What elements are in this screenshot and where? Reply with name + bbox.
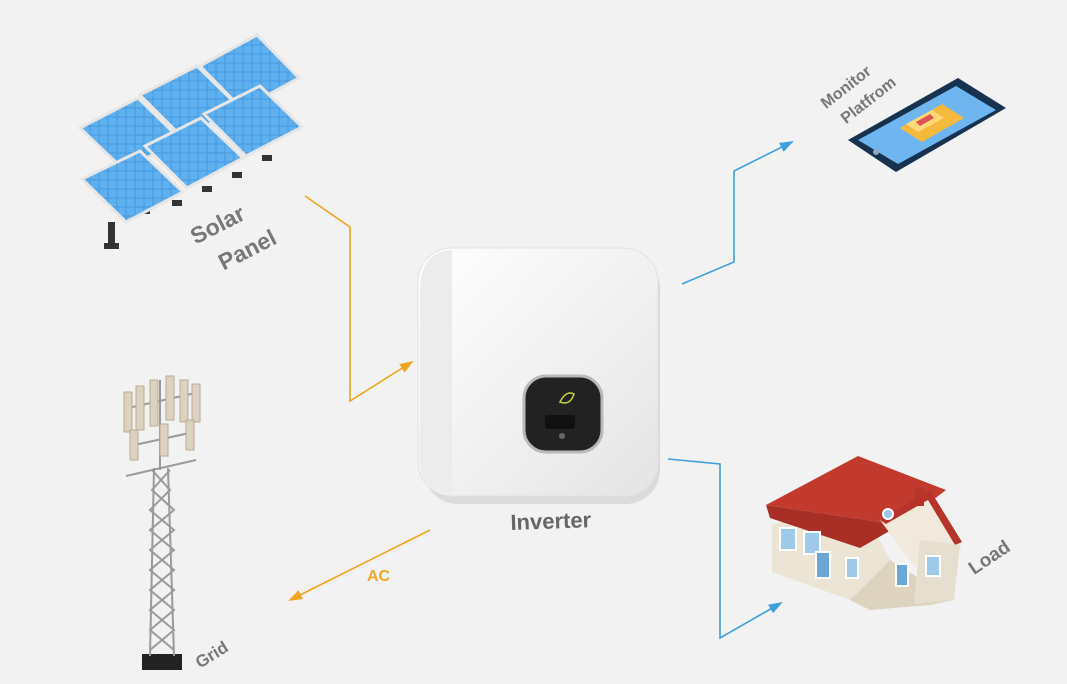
transmission-tower-icon [123, 375, 201, 670]
inverter-label: Inverter [510, 507, 592, 535]
solar-panel-array-icon [77, 33, 305, 249]
ac-flow-label: AC [367, 568, 391, 585]
flow-inverter-to-load [667, 458, 783, 640]
flow-inverter-to-monitor [681, 141, 794, 285]
flow-solar-to-inverter [304, 195, 414, 403]
house-icon [766, 456, 962, 610]
smartphone-icon [848, 78, 1006, 172]
flow-inverter-to-grid-ac [288, 529, 431, 601]
inverter-icon [417, 247, 660, 504]
